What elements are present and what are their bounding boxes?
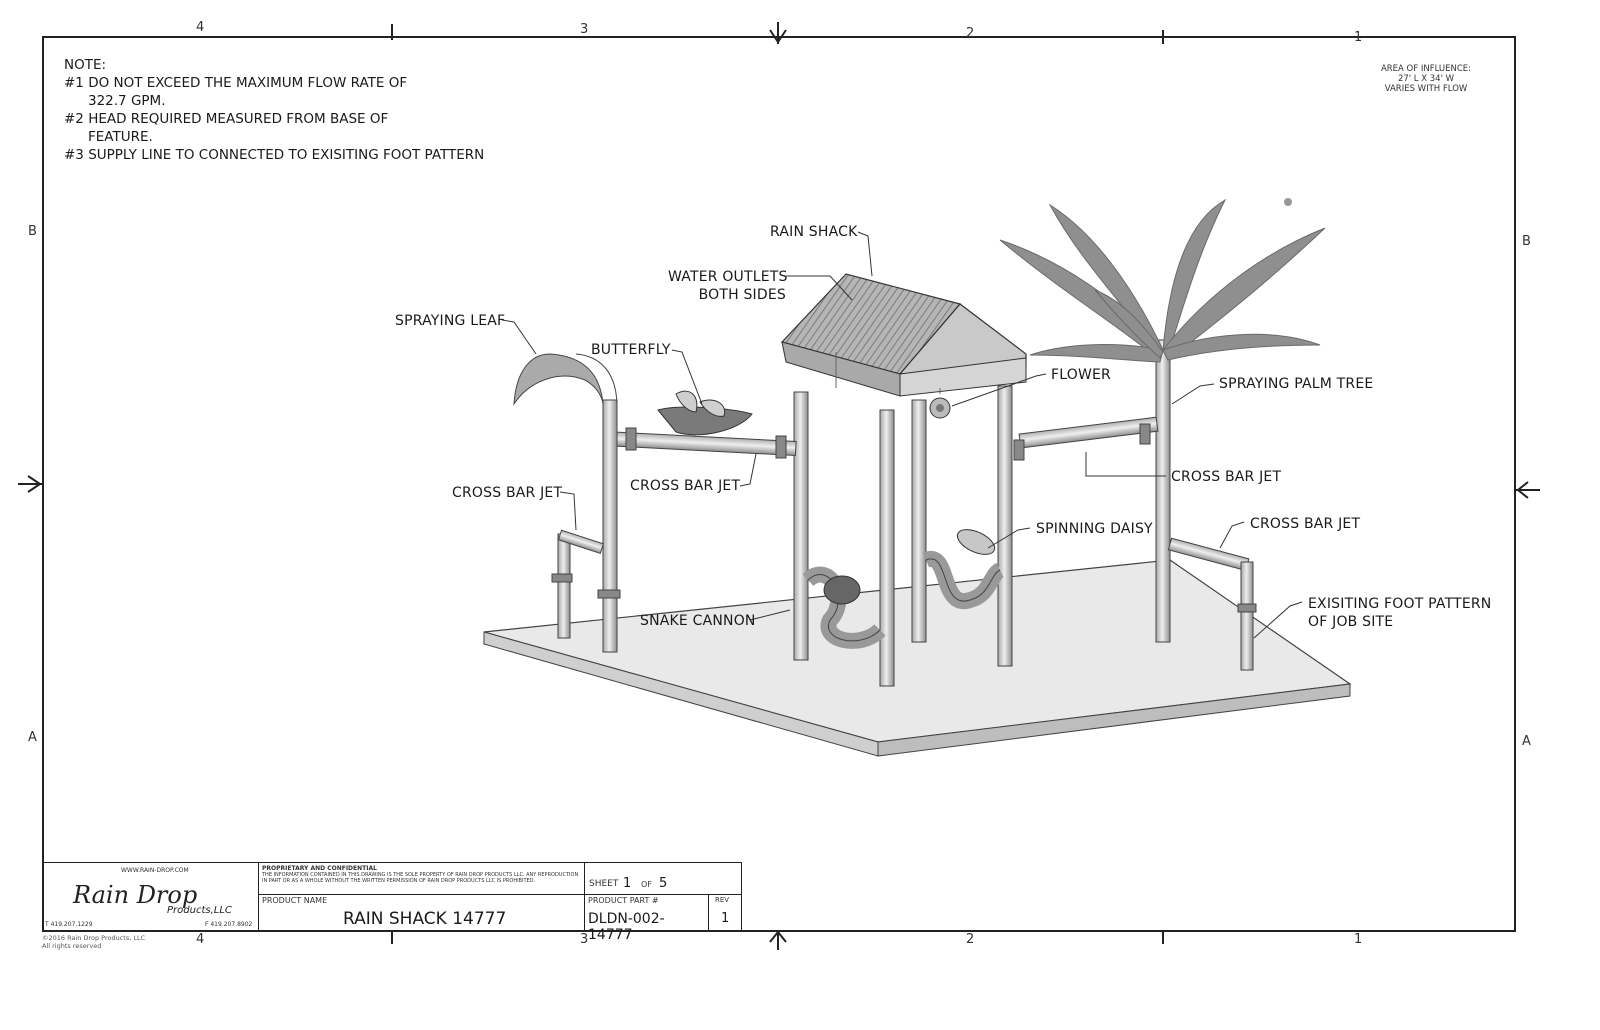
aoi-line: 27' L X 34' W: [1397, 74, 1455, 84]
note-line: #1 DO NOT EXCEED THE MAXIMUM FLOW RATE O…: [64, 75, 408, 91]
part-number: DLDN-002-14777: [588, 911, 665, 943]
concrete-slab: [483, 559, 1352, 757]
callout-rain-shack: RAIN SHACK: [770, 224, 858, 240]
revision-cell: REV 1: [709, 895, 741, 931]
callout-spraying-palm-tree: SPRAYING PALM TREE: [1219, 376, 1374, 392]
product-name-label: PRODUCT NAME: [262, 896, 328, 905]
callout-snake-cannon: SNAKE CANNON: [640, 613, 756, 629]
rain-shack-roof: [780, 273, 1027, 397]
zone-col-1-bottom: 1: [1354, 932, 1363, 947]
note-line: FEATURE.: [88, 129, 153, 145]
zone-row-b-right: B: [1522, 234, 1531, 249]
company-website: WWW.RAIN-DROP.COM: [121, 867, 189, 874]
zone-col-2-bottom: 2: [966, 932, 975, 947]
zone-row-a-left: A: [28, 730, 37, 745]
aoi-line: AREA OF INFLUENCE:: [1380, 64, 1472, 74]
zone-col-4-bottom: 4: [196, 932, 205, 947]
zone-col-3-bottom: 3: [580, 932, 589, 947]
callout-butterfly: BUTTERFLY: [591, 342, 671, 358]
zone-col-1-top: 1: [1354, 30, 1363, 45]
snake-cannon-feature: [802, 566, 886, 649]
flower-feature: [929, 397, 951, 419]
callout-line: BOTH SIDES: [698, 287, 786, 303]
rev-number: 1: [721, 911, 730, 926]
spraying-leaf: [513, 353, 618, 653]
proprietary-title: PROPRIETARY AND CONFIDENTIAL: [262, 865, 377, 872]
sheet-cell: SHEET 1 OF 5: [585, 863, 741, 895]
callout-line: EXISITING FOOT PATTERN: [1308, 596, 1492, 612]
butterfly-feature: [657, 390, 753, 436]
spinning-daisy-feature: [922, 529, 1005, 610]
zone-col-2-top: 2: [966, 26, 975, 41]
callout-cross-bar-jet-left: CROSS BAR JET: [452, 485, 563, 501]
leader-lines: [501, 231, 1303, 639]
rights-line: All rights reserved: [42, 942, 102, 950]
part-number-cell: PRODUCT PART # DLDN-002-14777: [585, 895, 709, 943]
company-logo-sub: Products,LLC: [167, 905, 232, 916]
title-block: WWW.RAIN-DROP.COM Rain Drop Products,LLC…: [42, 862, 742, 943]
zone-row-a-right: A: [1522, 734, 1531, 749]
note-line: #3 SUPPLY LINE TO CONNECTED TO EXISITING…: [64, 147, 485, 163]
callout-cross-bar-jet-center: CROSS BAR JET: [630, 478, 741, 494]
callout-line: OF JOB SITE: [1308, 614, 1394, 630]
shack-posts: [793, 385, 1013, 687]
aoi-line: VARIES WITH FLOW: [1384, 84, 1468, 94]
company-fax: F 419.207.8902: [205, 921, 253, 928]
callout-water-outlets: WATER OUTLETS BOTH SIDES: [668, 268, 788, 304]
notes-heading: NOTE:: [64, 57, 107, 73]
spraying-palm-tree: [999, 198, 1326, 643]
callout-cross-bar-jet-right-upper: CROSS BAR JET: [1171, 469, 1282, 485]
proprietary-text: THE INFORMATION CONTAINED IN THIS DRAWIN…: [262, 872, 579, 884]
callout-cross-bar-jet-right-lower: CROSS BAR JET: [1250, 516, 1361, 532]
sheet-number: 1: [623, 876, 632, 891]
rev-label: REV: [715, 896, 730, 904]
area-of-influence: AREA OF INFLUENCE: 27' L X 34' W VARIES …: [1362, 64, 1490, 94]
frame-ticks: [18, 22, 1540, 950]
product-name: RAIN SHACK 14777: [343, 909, 507, 929]
copyright-line: ©2016 Rain Drop Products, LLC: [42, 934, 146, 942]
zone-col-4-top: 4: [196, 20, 205, 35]
cross-bar-right-upper: [1013, 416, 1159, 461]
callout-spraying-leaf: SPRAYING LEAF: [395, 313, 506, 329]
cross-bar-left-lower: [551, 529, 621, 639]
cross-bar-right-lower: [1167, 537, 1257, 671]
callout-flower: FLOWER: [1051, 367, 1111, 383]
sheet-label: SHEET: [589, 879, 619, 889]
sheet-of-label: OF: [641, 880, 652, 889]
general-notes: NOTE: #1 DO NOT EXCEED THE MAXIMUM FLOW …: [64, 56, 484, 164]
sheet-total: 5: [659, 876, 668, 891]
note-line: 322.7 GPM.: [88, 93, 166, 109]
callout-spinning-daisy: SPINNING DAISY: [1036, 521, 1153, 537]
company-logo: Rain Drop: [73, 881, 198, 909]
zone-col-3-top: 3: [580, 22, 589, 37]
title-block-logo-cell: WWW.RAIN-DROP.COM Rain Drop Products,LLC…: [43, 863, 259, 931]
callout-line: WATER OUTLETS: [668, 269, 788, 285]
part-label: PRODUCT PART #: [588, 896, 659, 905]
company-phone: T 419.207.1229: [45, 921, 93, 928]
product-name-cell: PRODUCT NAME RAIN SHACK 14777: [259, 895, 585, 931]
proprietary-notice: PROPRIETARY AND CONFIDENTIAL THE INFORMA…: [259, 863, 585, 895]
callout-foot-pattern: EXISITING FOOT PATTERN OF JOB SITE: [1308, 595, 1491, 631]
note-line: #2 HEAD REQUIRED MEASURED FROM BASE OF: [64, 111, 389, 127]
zone-row-b-left: B: [28, 224, 37, 239]
